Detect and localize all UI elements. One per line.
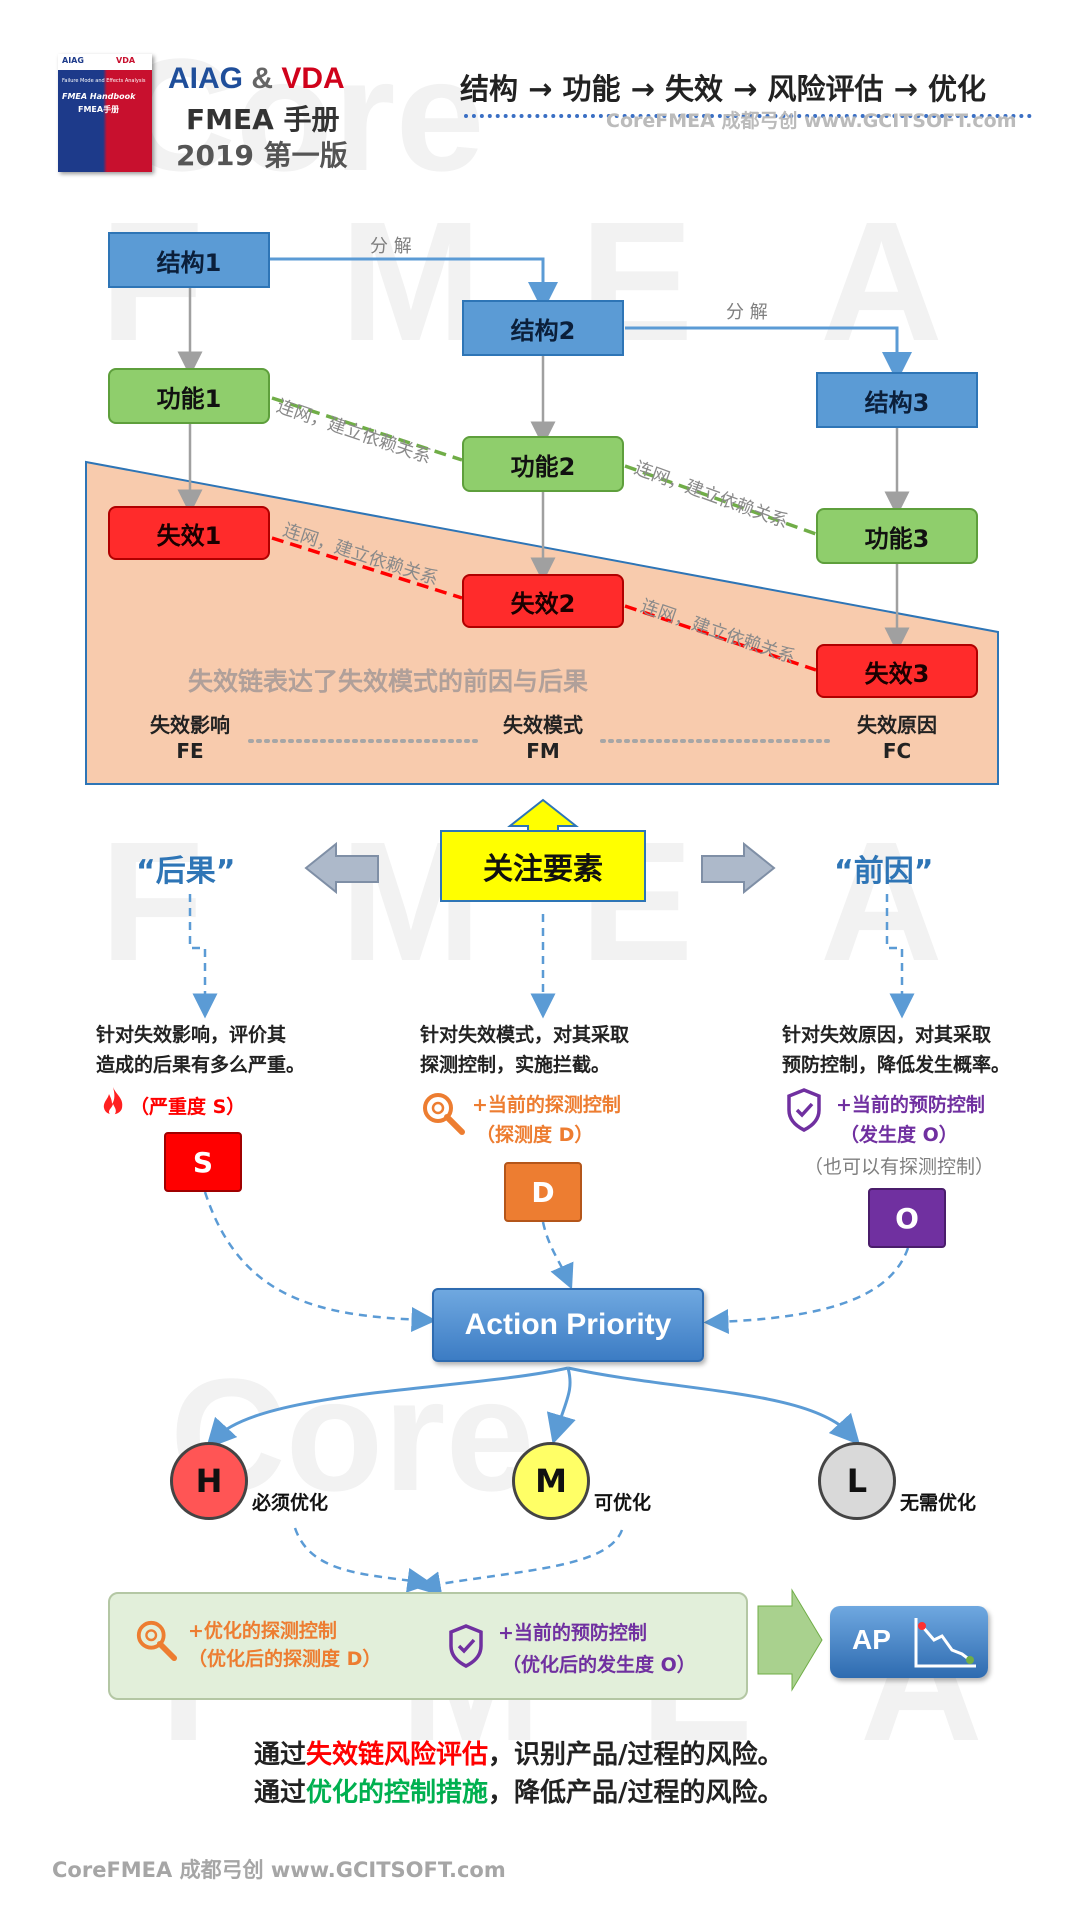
- optimize-prev-line2: （优化后的发生度 O）: [502, 1654, 696, 1676]
- svg-text:Core: Core: [120, 25, 485, 204]
- fe-label-en: FE: [176, 739, 204, 763]
- title-aiag: AIAG: [168, 62, 243, 95]
- priority-l-circle: L: [818, 1442, 896, 1520]
- fc-label-cn: 失效原因: [857, 713, 937, 737]
- o-description: 针对失效原因，对其采取 预防控制，降低发生概率。: [782, 1020, 1010, 1080]
- decompose-arrow-1: [270, 257, 558, 312]
- optimize-right-arrow: [757, 1588, 823, 1692]
- book-title-en: FMEA Handbook: [62, 92, 136, 101]
- structure1-box: 结构1: [108, 232, 270, 288]
- fm-label: 失效模式 FM: [483, 712, 603, 764]
- summary-line1-highlight: 失效链风险评估: [306, 1740, 489, 1770]
- shield-icon: [786, 1088, 822, 1132]
- header-title-line3: 2019 第一版: [176, 139, 348, 172]
- header-flow: 结构 → 功能 → 失效 → 风险评估 → 优化: [460, 72, 986, 106]
- header-title-line1: AIAG & VDA: [168, 62, 345, 96]
- decompose-label-2: 分 解: [726, 302, 768, 323]
- fc-label: 失效原因 FC: [837, 712, 957, 764]
- fm-label-cn: 失效模式: [503, 713, 583, 737]
- structure3-box: 结构3: [816, 372, 978, 428]
- book-title-cn: FMEA手册: [78, 105, 120, 114]
- s-desc-line1: 针对失效影响，评价其: [96, 1024, 287, 1046]
- book-subtitle: Failure Mode and Effects Analysis: [62, 78, 146, 84]
- d-description: 针对失效模式，对其采取 探测控制，实施拦截。: [420, 1020, 629, 1080]
- d-label-line1: +当前的探测控制: [472, 1094, 621, 1116]
- o-label-line1: +当前的预防控制: [836, 1094, 985, 1116]
- d-desc-line1: 针对失效模式，对其采取: [420, 1024, 630, 1046]
- o-desc-line2: 预防控制，降低发生概率。: [782, 1054, 1011, 1076]
- fc-label-en: FC: [882, 739, 912, 763]
- summary-line1-a: 通过: [254, 1740, 307, 1770]
- svg-text:F: F: [100, 807, 204, 997]
- priority-l-text: 无需优化: [900, 1492, 977, 1514]
- magnifier-icon: [420, 1090, 466, 1136]
- header-watermark-text: CoreFMEA 成都弓创 www.GCITSOFT.com: [606, 110, 1017, 132]
- o-note: （也可以有探测控制）: [804, 1156, 995, 1178]
- optimize-box: [108, 1592, 748, 1700]
- priority-h-circle: H: [170, 1442, 248, 1520]
- book-brand-aiag: AIAG: [62, 56, 84, 65]
- failure1-box: 失效1: [108, 506, 270, 560]
- priority-m-text: 可优化: [594, 1492, 652, 1514]
- decompose-arrow-2: [625, 326, 912, 382]
- flame-icon: [100, 1086, 126, 1118]
- s-badge: S: [164, 1132, 242, 1192]
- function1-box: 功能1: [108, 368, 270, 424]
- structure2-box: 结构2: [462, 300, 624, 356]
- ap-chart-icon: AP: [830, 1606, 988, 1678]
- fe-label-cn: 失效影响: [150, 713, 230, 737]
- d-desc-line2: 探测控制，实施拦截。: [420, 1054, 611, 1076]
- s-label: （严重度 S）: [130, 1096, 246, 1118]
- title-vda: VDA: [281, 62, 345, 95]
- o-badge: O: [868, 1188, 946, 1248]
- d-label-line2: （探测度 D）: [476, 1124, 594, 1146]
- d-badge: D: [504, 1162, 582, 1222]
- failure-chain-caption: 失效链表达了失效模式的前因与后果: [188, 667, 589, 696]
- function2-box: 功能2: [462, 436, 624, 492]
- fm-label-en: FM: [526, 739, 560, 763]
- o-label-line2: （发生度 O）: [840, 1124, 958, 1146]
- summary-line2-a: 通过: [254, 1778, 307, 1808]
- ap-icon-label: AP: [852, 1624, 891, 1655]
- priority-m-circle: M: [512, 1442, 590, 1520]
- svg-text:A: A: [820, 187, 943, 377]
- svg-text:A: A: [820, 807, 943, 997]
- fe-label: 失效影响 FE: [130, 712, 250, 764]
- optimize-shield-icon: [448, 1624, 484, 1668]
- consequence-label: “后果”: [136, 854, 236, 889]
- optimize-magnifier-icon: [134, 1618, 178, 1662]
- priority-h-text: 必须优化: [252, 1492, 329, 1514]
- optimize-prev-line1: +当前的预防控制: [498, 1622, 647, 1644]
- o-desc-line1: 针对失效原因，对其采取: [782, 1024, 992, 1046]
- failure2-box: 失效2: [462, 574, 624, 628]
- svg-text:M: M: [340, 187, 482, 377]
- summary-line1: 通过失效链风险评估，识别产品/过程的风险。: [254, 1734, 784, 1771]
- s-description: 针对失效影响，评价其 造成的后果有多么严重。: [96, 1020, 305, 1080]
- header-dotted-line: [464, 114, 1032, 118]
- focus-elements-box: 关注要素: [440, 830, 646, 902]
- failure3-box: 失效3: [816, 644, 978, 698]
- function3-box: 功能3: [816, 508, 978, 564]
- footer-credit: CoreFMEA 成都弓创 www.GCITSOFT.com: [52, 1858, 506, 1882]
- optimize-det-line1: +优化的探测控制: [188, 1620, 337, 1642]
- book-cover-image: AIAG VDA Failure Mode and Effects Analys…: [58, 54, 152, 172]
- summary-line2: 通过优化的控制措施，降低产品/过程的风险。: [254, 1772, 784, 1809]
- s-desc-line2: 造成的后果有多么严重。: [96, 1054, 306, 1076]
- decompose-label-1: 分 解: [370, 236, 412, 257]
- summary-line2-c: ，降低产品/过程的风险。: [488, 1778, 784, 1808]
- focus-left-arrow: [304, 841, 379, 895]
- header-title-line2: FMEA 手册: [186, 103, 340, 136]
- title-amp: &: [251, 62, 274, 95]
- summary-line2-highlight: 优化的控制措施: [306, 1778, 489, 1808]
- cause-label: “前因”: [834, 854, 934, 889]
- focus-right-arrow: [701, 841, 776, 895]
- book-brand-vda: VDA: [116, 56, 136, 65]
- summary-line1-c: ，识别产品/过程的风险。: [488, 1740, 784, 1770]
- optimize-det-line2: （优化后的探测度 D）: [188, 1648, 382, 1670]
- action-priority-box: Action Priority: [432, 1288, 704, 1362]
